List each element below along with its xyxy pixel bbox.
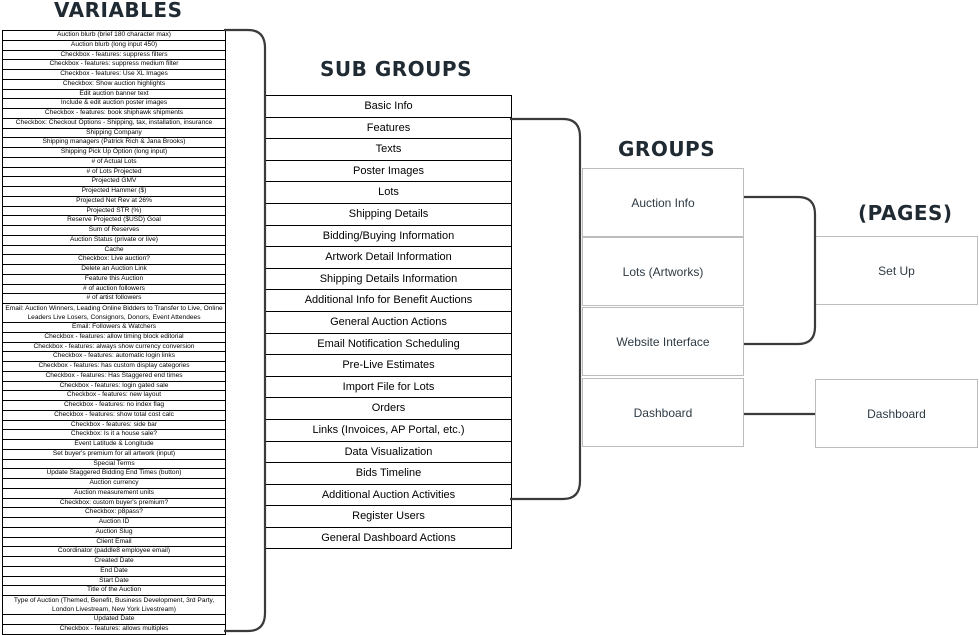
sub-group-row: Pre-Live Estimates xyxy=(266,355,511,377)
sub-group-row: Texts xyxy=(266,139,511,161)
sub-group-row: Features xyxy=(266,118,511,140)
variable-row: # of Lots Projected xyxy=(3,168,225,178)
variable-row: Type of Auction (Themed, Benefit, Busine… xyxy=(3,596,225,615)
variable-row: Checkbox - features: Has Staggered end t… xyxy=(3,372,225,382)
sub-group-row: Basic Info xyxy=(266,96,511,118)
variable-row: Updated Date xyxy=(3,615,225,625)
variable-row: Reserve Projected ($USD) Goal xyxy=(3,216,225,226)
variables-bracket xyxy=(224,28,267,633)
sub-group-row: Shipping Details xyxy=(266,204,511,226)
sub-group-row: Additional Auction Activities xyxy=(266,485,511,507)
variables-list: Auction blurb (brief 180 character max)A… xyxy=(2,30,226,635)
variable-row: Start Date xyxy=(3,577,225,587)
variable-row: End Date xyxy=(3,567,225,577)
variable-row: Checkbox - features: show total cost cal… xyxy=(3,411,225,421)
sub-group-row: Lots xyxy=(266,182,511,204)
sub-groups-bracket xyxy=(510,117,582,501)
variable-row: Shipping managers (Patrick Rich & Jana B… xyxy=(3,138,225,148)
variable-row: Checkbox - features: has custom display … xyxy=(3,362,225,372)
variable-row: Shipping Pick Up Option (long input) xyxy=(3,148,225,158)
variable-row: Email: Auction Winners, Leading Online B… xyxy=(3,304,225,323)
variable-row: Checkbox - features: always show currenc… xyxy=(3,343,225,353)
sub-group-row: Links (Invoices, AP Portal, etc.) xyxy=(266,420,511,442)
variable-row: Auction ID xyxy=(3,518,225,528)
groups-bracket xyxy=(744,195,817,346)
sub-group-row: Additional Info for Benefit Auctions xyxy=(266,290,511,312)
sub-group-row: Register Users xyxy=(266,506,511,528)
variable-row: Email: Followers & Watchers xyxy=(3,323,225,333)
variable-row: Auction Slug xyxy=(3,528,225,538)
variable-row: Auction blurb (long input 450) xyxy=(3,41,225,51)
variable-row: Checkbox - features: allow timing block … xyxy=(3,333,225,343)
sub-group-row: General Dashboard Actions xyxy=(266,528,511,550)
variable-row: Checkbox: p8pass? xyxy=(3,508,225,518)
variable-row: Auction currency xyxy=(3,479,225,489)
variable-row: Checkbox: Is it a house sale? xyxy=(3,430,225,440)
variable-row: Checkbox - features: login gated sale xyxy=(3,382,225,392)
variable-row: Sum of Reserves xyxy=(3,226,225,236)
sub-group-row: Bidding/Buying Information xyxy=(266,226,511,248)
variable-row: Feature this Auction xyxy=(3,275,225,285)
variable-row: Update Staggered Bidding End Times (butt… xyxy=(3,469,225,479)
sub-group-row: Bids Timeline xyxy=(266,463,511,485)
variable-row: Edit auction banner text xyxy=(3,90,225,100)
variable-row: Include & edit auction poster images xyxy=(3,99,225,109)
variable-row: Client Email xyxy=(3,538,225,548)
variable-row: Checkbox - features: automatic login lin… xyxy=(3,352,225,362)
groups-heading: GROUPS xyxy=(618,137,716,161)
variable-row: Checkbox: custom buyer's premium? xyxy=(3,499,225,509)
sub-group-row: Orders xyxy=(266,398,511,420)
sub-group-row: Artwork Detail Information xyxy=(266,247,511,269)
variable-row: Projected Net Rev at 26% xyxy=(3,197,225,207)
sub-groups-heading: SUB GROUPS xyxy=(320,57,472,81)
variable-row: Checkbox - features: side bar xyxy=(3,421,225,431)
variable-row: Auction measurement units xyxy=(3,489,225,499)
variable-row: Cache xyxy=(3,246,225,256)
variable-row: Auction Status (private or live) xyxy=(3,236,225,246)
variable-row: Checkbox: Show auction highlights xyxy=(3,80,225,90)
sub-group-row: Import File for Lots xyxy=(266,377,511,399)
sub-group-row: Poster Images xyxy=(266,161,511,183)
sub-group-row: Shipping Details Information xyxy=(266,269,511,291)
variable-row: Coordinator (paddle8 employee email) xyxy=(3,547,225,557)
variable-row: Projected Hammer ($) xyxy=(3,187,225,197)
variable-row: Event Latitude & Longitude xyxy=(3,440,225,450)
variable-row: Checkbox - features: suppress filters xyxy=(3,51,225,61)
variable-row: Checkbox - features: allows multiples xyxy=(3,625,225,635)
variable-row: Checkbox - features: Use XL Images xyxy=(3,70,225,80)
variable-row: Created Date xyxy=(3,557,225,567)
variable-row: Special Terms xyxy=(3,460,225,470)
variable-row: # of auction followers xyxy=(3,285,225,295)
variable-row: # of artist followers xyxy=(3,294,225,304)
pages-heading: (PAGES) xyxy=(858,201,953,225)
variable-row: Checkbox - features: suppress medium fil… xyxy=(3,60,225,70)
variable-row: Checkbox - features: new layout xyxy=(3,391,225,401)
group-auction-info: Auction Info xyxy=(582,168,744,237)
variables-heading: VARIABLES xyxy=(54,0,183,22)
sub-group-row: Email Notification Scheduling xyxy=(266,334,511,356)
variable-row: Projected GMV xyxy=(3,177,225,187)
variable-row: Set buyer's premium for all artwork (inp… xyxy=(3,450,225,460)
variable-row: Checkbox - features: no index flag xyxy=(3,401,225,411)
variable-row: Shipping Company xyxy=(3,129,225,139)
variable-row: Title of the Auction xyxy=(3,586,225,596)
group-dashboard: Dashboard xyxy=(582,378,744,447)
variable-row: Projected STR (%) xyxy=(3,207,225,217)
page-dashboard: Dashboard xyxy=(815,379,978,448)
group-lots-artworks: Lots (Artworks) xyxy=(582,237,744,306)
sub-group-row: Data Visualization xyxy=(266,442,511,464)
variable-row: # of Actual Lots xyxy=(3,158,225,168)
variable-row: Delete an Auction Link xyxy=(3,265,225,275)
variable-row: Checkbox: Live auction? xyxy=(3,255,225,265)
sub-group-row: General Auction Actions xyxy=(266,312,511,334)
variable-row: Checkbox: Checkout Options - Shipping, t… xyxy=(3,119,225,129)
variable-row: Checkbox - features: book shiphawk shipm… xyxy=(3,109,225,119)
variable-row: Auction blurb (brief 180 character max) xyxy=(3,31,225,41)
group-website-interface: Website Interface xyxy=(582,307,744,376)
